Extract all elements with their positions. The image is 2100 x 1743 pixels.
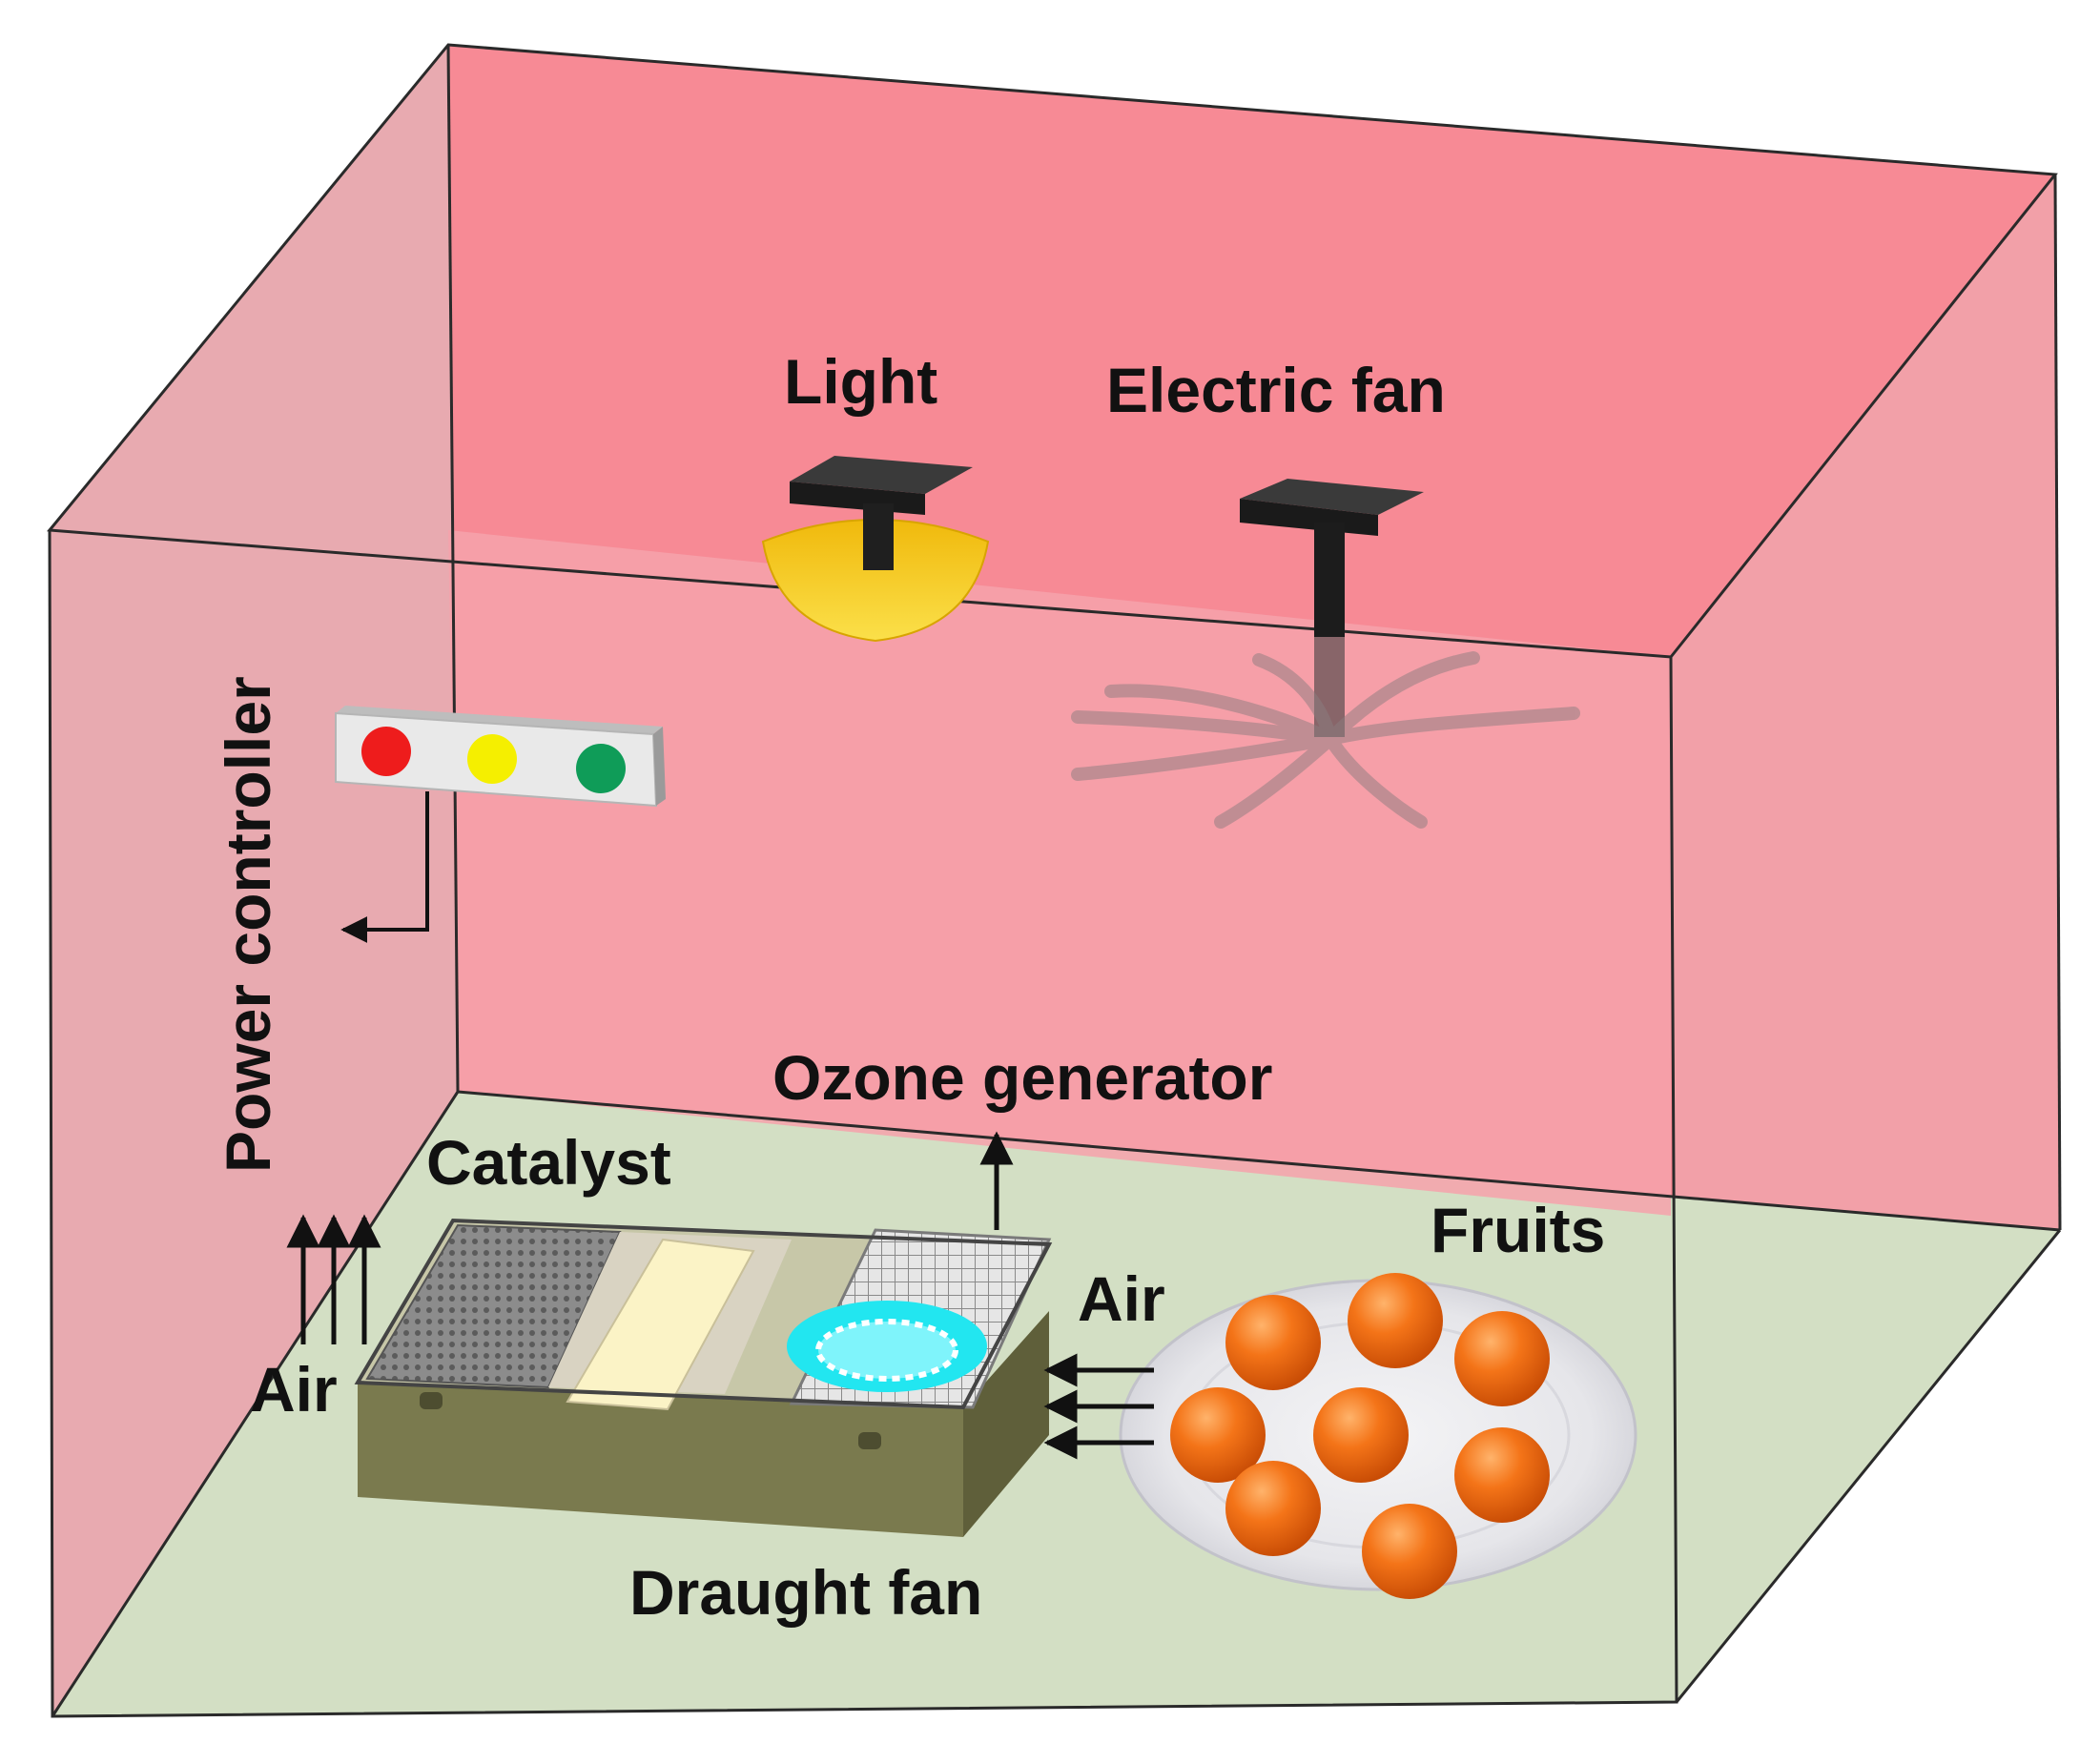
air-label-right: Air xyxy=(1078,1263,1165,1334)
fan-mount-top xyxy=(1240,479,1424,515)
device-side xyxy=(963,1311,1049,1537)
fan-rod xyxy=(1314,523,1345,637)
air-arrows-right xyxy=(1043,1353,1154,1460)
catalyst-label: Catalyst xyxy=(426,1127,671,1198)
electric-fan xyxy=(1071,479,1580,829)
purifier-device xyxy=(354,1218,1053,1537)
light-fixture xyxy=(761,456,990,643)
orange xyxy=(1454,1427,1550,1523)
orange xyxy=(1454,1311,1550,1406)
orange xyxy=(1225,1295,1321,1390)
led-green xyxy=(576,744,626,793)
chamber-edges xyxy=(47,43,2062,1718)
led-yellow xyxy=(467,734,517,784)
orange xyxy=(1170,1387,1266,1483)
ozone-chamber-ring xyxy=(815,1319,958,1382)
power-controller xyxy=(335,706,666,943)
controller-panel-side xyxy=(653,727,666,806)
device-rim xyxy=(354,1218,1053,1410)
led-red xyxy=(361,727,411,776)
air-arrows-left xyxy=(286,1214,381,1344)
device-feet xyxy=(420,1392,881,1449)
orange xyxy=(1362,1504,1457,1599)
left-wall xyxy=(50,45,458,1716)
fruit-plate xyxy=(1119,1273,1637,1599)
light-stem xyxy=(863,503,894,570)
orange xyxy=(1348,1273,1443,1368)
controller-arrow xyxy=(340,791,429,943)
electric-fan-label: Electric fan xyxy=(1106,355,1446,425)
air-label-left: Air xyxy=(250,1354,338,1425)
fan-blades xyxy=(1071,651,1580,829)
power-controller-label: Power controller xyxy=(213,676,283,1173)
light-label: Light xyxy=(784,346,937,417)
controller-panel-top xyxy=(336,706,663,734)
light-mount-top xyxy=(790,456,973,494)
fruits-label: Fruits xyxy=(1431,1195,1605,1265)
catalyst-plate xyxy=(566,1238,755,1411)
draught-fan-label: Draught fan xyxy=(629,1557,982,1628)
device-front xyxy=(358,1383,963,1537)
orange xyxy=(1313,1387,1409,1483)
oranges xyxy=(1170,1273,1550,1599)
ozone-generator-label: Ozone generator xyxy=(772,1042,1272,1113)
orange xyxy=(1225,1461,1321,1556)
